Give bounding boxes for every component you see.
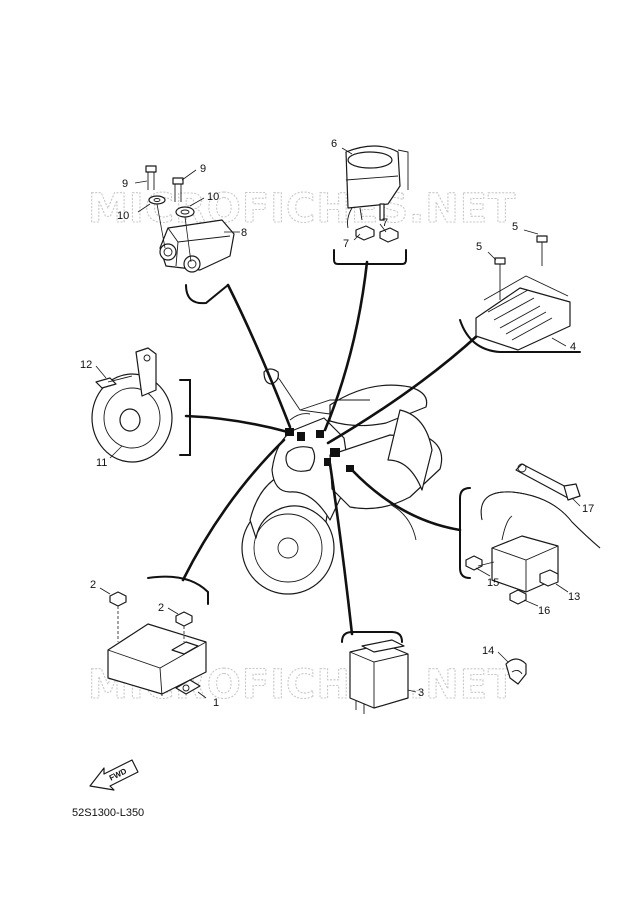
label-11: 11	[96, 457, 107, 469]
label-13: 13	[568, 591, 580, 603]
label-5b: 5	[512, 221, 518, 233]
label-2a: 2	[90, 579, 96, 591]
label-4: 4	[570, 341, 576, 353]
label-5a: 5	[476, 241, 482, 253]
fwd-arrow-icon: FWD	[89, 759, 139, 791]
watermark-top: MICROFICHES.NET	[88, 186, 516, 232]
part-11-horn	[91, 347, 173, 463]
part-4-rectifier	[475, 235, 571, 351]
label-9b: 9	[200, 163, 206, 175]
bracket-relay-8	[185, 284, 229, 305]
part-14-clamp	[505, 658, 527, 685]
label-3: 3	[418, 687, 424, 699]
part-6-relay	[345, 145, 409, 243]
label-1: 1	[213, 697, 219, 709]
label-10a: 10	[117, 210, 129, 222]
bracket-rectifier-4	[459, 319, 581, 353]
diagram-code: 52S1300-L350	[72, 807, 144, 819]
label-14: 14	[482, 645, 494, 657]
bracket-ecu-1	[147, 575, 209, 605]
part-number-labels: 1 2 2 3 4 5 5 6 7 7 8 9 9 10 10 11 12 13…	[80, 138, 594, 709]
label-12: 12	[80, 359, 92, 371]
label-8: 8	[241, 227, 247, 239]
part-1-ecu	[107, 591, 207, 697]
label-6: 6	[331, 138, 337, 150]
label-9a: 9	[122, 178, 128, 190]
callout-connector-lines	[181, 260, 480, 636]
bracket-relay-6	[333, 249, 407, 265]
label-15: 15	[487, 577, 499, 589]
label-7a: 7	[343, 238, 349, 250]
part-8-relay	[145, 165, 235, 273]
scooter-outline	[241, 368, 443, 595]
part-15-bolt	[465, 555, 495, 571]
part-3-relay	[349, 639, 409, 714]
bracket-horn-11	[179, 379, 191, 456]
label-2b: 2	[158, 602, 164, 614]
part-16-bolt	[509, 589, 527, 605]
callout-leaders	[95, 147, 581, 699]
label-16: 16	[538, 605, 550, 617]
label-10b: 10	[207, 191, 219, 203]
bracket-relay-3	[341, 631, 403, 643]
bracket-ignition-13	[459, 487, 471, 579]
part-17-plug-cap	[515, 463, 581, 501]
part-13-ignition-coil	[480, 491, 601, 593]
label-7b: 7	[382, 217, 388, 229]
label-17: 17	[582, 503, 594, 515]
